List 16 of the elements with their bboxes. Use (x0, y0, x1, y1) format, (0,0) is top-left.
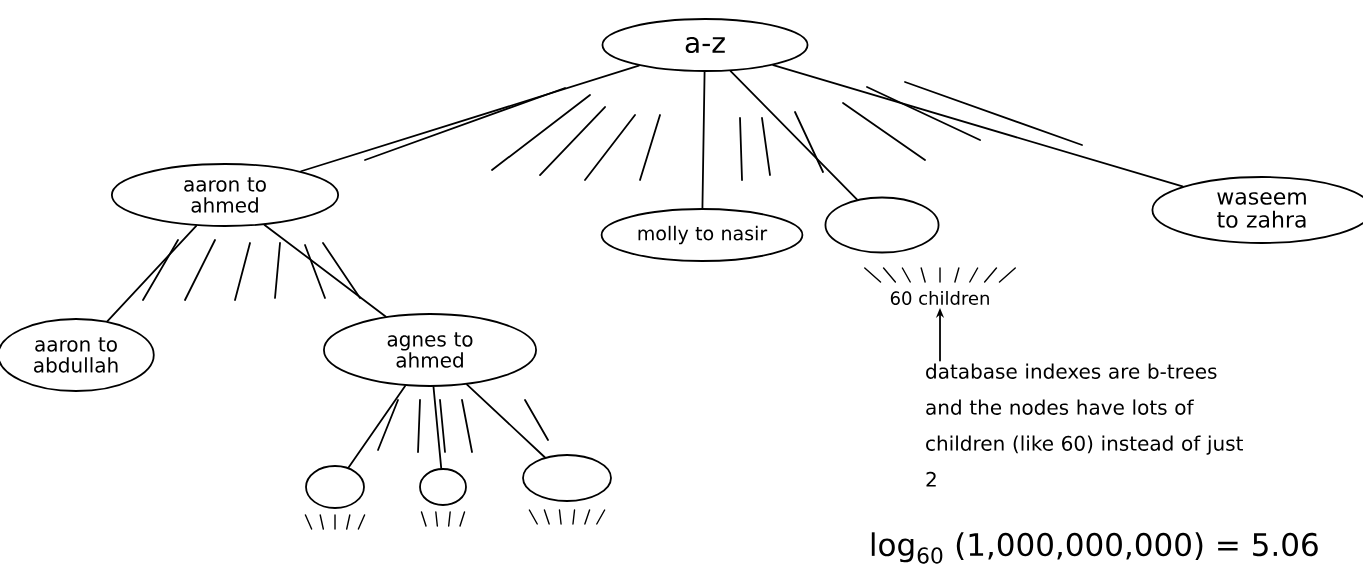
formula-text: log$_{60}$ (1,000,000,000) = 5.06 (871, 532, 1318, 564)
branch-line (106, 224, 198, 323)
empty-tree-node (419, 468, 467, 506)
branch-line (772, 64, 1184, 188)
note-text: database indexes are b-trees and the nodes have lots of children (like 60) instead of just 2 (926, 363, 1243, 487)
caption-text: 60 children (890, 291, 989, 305)
empty-tree-node (522, 454, 612, 502)
branch-line (300, 64, 640, 173)
branch-line (466, 383, 546, 459)
empty-tree-node (824, 196, 940, 254)
branch-line (263, 224, 387, 318)
branch-line (347, 385, 406, 469)
branch-line (701, 71, 706, 209)
branch-line (729, 70, 858, 201)
empty-tree-node (305, 465, 365, 509)
branch-line (432, 386, 443, 470)
